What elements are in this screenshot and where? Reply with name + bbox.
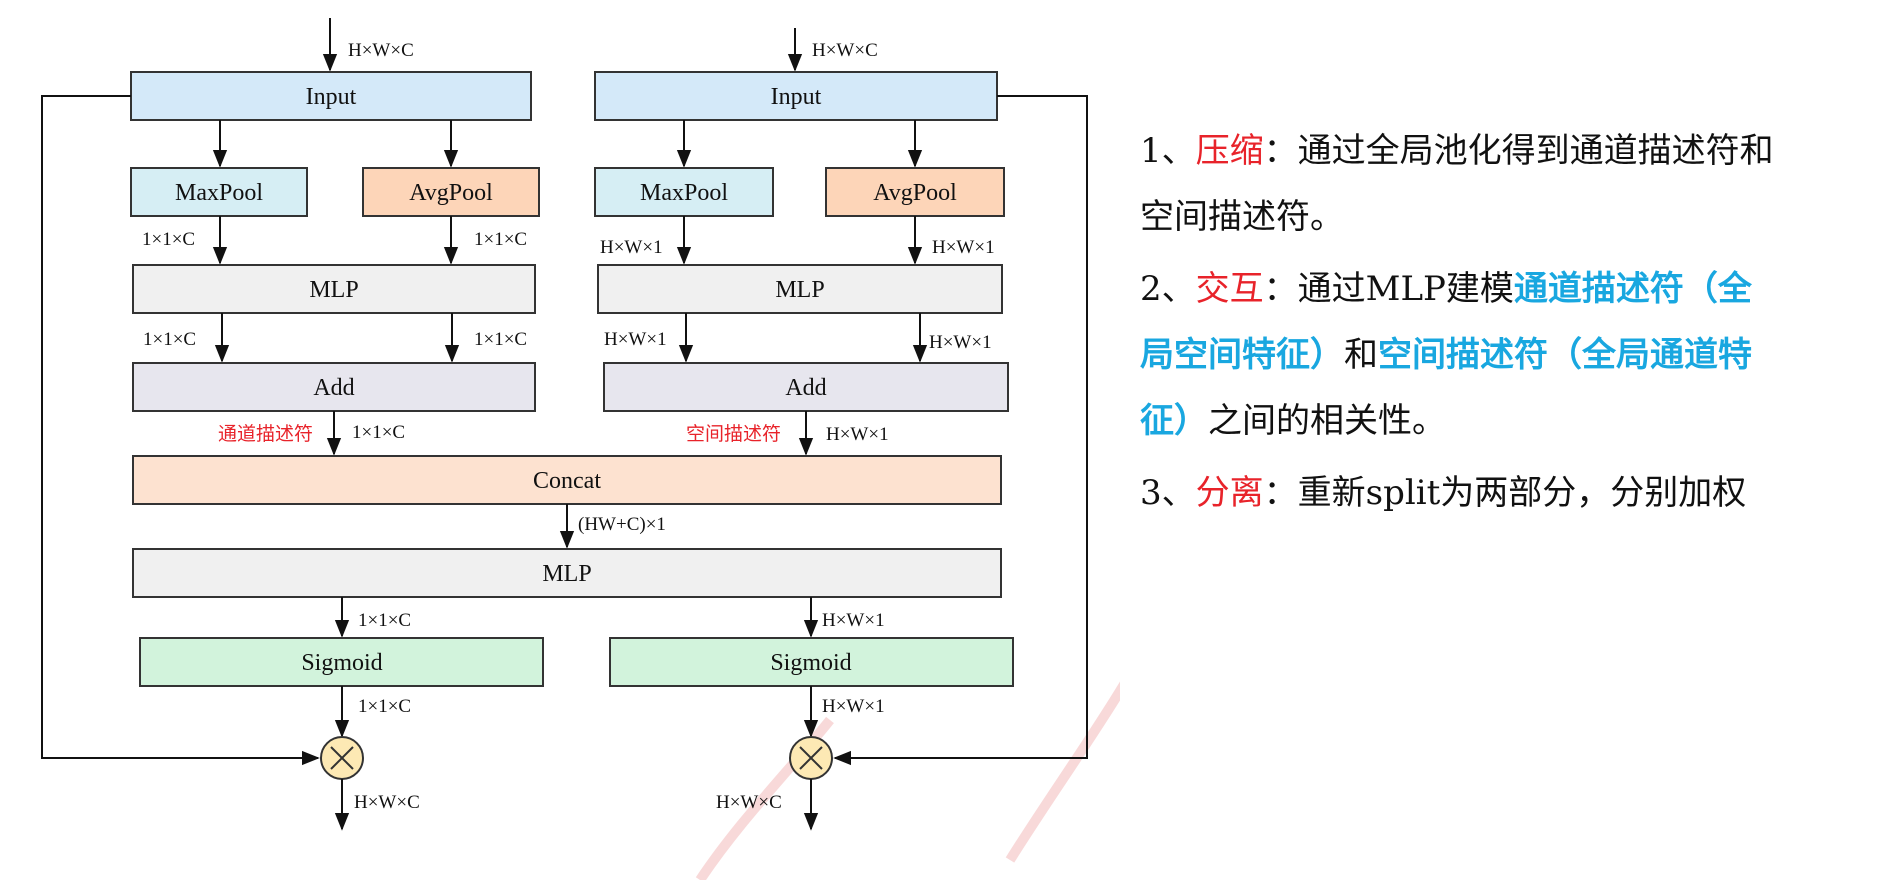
right-mlp-dim-b: H×W×1: [929, 332, 992, 353]
right-sigmoid-label: Sigmoid: [770, 650, 851, 676]
right-output-dim: H×W×C: [716, 792, 782, 813]
step-2-colon: ：: [1263, 269, 1298, 309]
shared-mlp-box: [132, 548, 1002, 598]
step-2-text-c: 之间的相关性。: [1208, 401, 1446, 441]
right-maxpool-dim: H×W×1: [600, 237, 663, 258]
left-input-label: Input: [306, 84, 357, 110]
step-3-number: 3、: [1140, 473, 1196, 513]
left-multiply-icon: [320, 736, 364, 780]
step-1-text: 通过全局池化得到通道描述符和空间描述符。: [1140, 131, 1774, 237]
explanation-panel: 1、压缩：通过全局池化得到通道描述符和空间描述符。 2、交互：通过MLP建模通道…: [1140, 118, 1780, 532]
right-mlp-label: MLP: [775, 277, 824, 303]
channel-descriptor-label: 通道描述符: [218, 423, 313, 445]
left-avgpool-label: AvgPool: [409, 180, 493, 206]
concat-label: Concat: [533, 468, 601, 494]
step-3-keyword: 分离: [1195, 473, 1264, 513]
right-maxpool-box: [594, 167, 774, 217]
step-2-highlight-b: 空间描述符（全局通道特征）: [1140, 335, 1752, 441]
left-add-label: Add: [313, 375, 354, 401]
concat-box: [132, 455, 1002, 505]
shared-mlp-label: MLP: [542, 561, 591, 587]
watermark: [695, 681, 1120, 880]
left-sigmoid-label: Sigmoid: [301, 650, 382, 676]
step-2-highlight-a: 通道描述符（全局空间特征）: [1140, 269, 1752, 375]
left-output-dim: H×W×C: [354, 792, 420, 813]
step-2-number: 2、: [1140, 269, 1196, 309]
step-3: 3、分离：重新split为两部分，分别加权: [1140, 460, 1780, 526]
left-mlp-label: MLP: [309, 277, 358, 303]
left-add-box: [132, 362, 536, 412]
left-add-dim: 1×1×C: [352, 422, 405, 443]
left-input-box: [130, 71, 532, 121]
right-sigmoid-in-dim: H×W×1: [822, 610, 885, 631]
right-mlp-box: [597, 264, 1003, 314]
step-1: 1、压缩：通过全局池化得到通道描述符和空间描述符。: [1140, 118, 1780, 250]
right-avgpool-label: AvgPool: [873, 180, 957, 206]
step-2-keyword: 交互: [1195, 269, 1264, 309]
step-3-colon: ：: [1263, 473, 1298, 513]
step-1-colon: ：: [1263, 131, 1298, 171]
left-avgpool-dim: 1×1×C: [474, 229, 527, 250]
left-mlp-dim-a: 1×1×C: [143, 329, 196, 350]
left-input-dim: H×W×C: [348, 40, 414, 61]
right-input-box: [594, 71, 998, 121]
step-2: 2、交互：通过MLP建模通道描述符（全局空间特征）和空间描述符（全局通道特征）之…: [1140, 256, 1780, 454]
spatial-descriptor-label: 空间描述符: [686, 423, 781, 445]
left-mlp-box: [132, 264, 536, 314]
step-2-text-b: 和: [1344, 335, 1378, 375]
right-add-dim: H×W×1: [826, 424, 889, 445]
step-1-keyword: 压缩: [1195, 131, 1264, 171]
left-skip-connection: [41, 95, 320, 766]
left-mlp-dim-b: 1×1×C: [474, 329, 527, 350]
right-avgpool-dim: H×W×1: [932, 237, 995, 258]
step-3-text: 重新split为两部分，分别加权: [1297, 473, 1747, 513]
left-sigmoid-out-dim: 1×1×C: [358, 696, 411, 717]
concat-dim: (HW+C)×1: [578, 514, 666, 535]
left-sigmoid-in-dim: 1×1×C: [358, 610, 411, 631]
attention-diagram: H×W×C Input MaxPool AvgPool 1×1×C 1×1×C …: [41, 18, 1120, 880]
right-input-dim: H×W×C: [812, 40, 878, 61]
right-mlp-dim-a: H×W×1: [604, 329, 667, 350]
right-maxpool-label: MaxPool: [640, 180, 728, 206]
step-1-number: 1、: [1140, 131, 1196, 171]
right-sigmoid-box: [609, 637, 1014, 687]
left-maxpool-box: [130, 167, 308, 217]
left-maxpool-label: MaxPool: [175, 180, 263, 206]
step-2-text-a: 通过MLP建模: [1297, 269, 1514, 309]
left-maxpool-dim: 1×1×C: [142, 229, 195, 250]
right-sigmoid-out-dim: H×W×1: [822, 696, 885, 717]
right-add-label: Add: [785, 375, 826, 401]
right-add-box: [603, 362, 1009, 412]
left-avgpool-box: [362, 167, 540, 217]
left-sigmoid-box: [139, 637, 544, 687]
right-avgpool-box: [825, 167, 1005, 217]
right-skip-connection: [833, 95, 1088, 766]
right-input-label: Input: [771, 84, 822, 110]
right-multiply-icon: [789, 736, 833, 780]
